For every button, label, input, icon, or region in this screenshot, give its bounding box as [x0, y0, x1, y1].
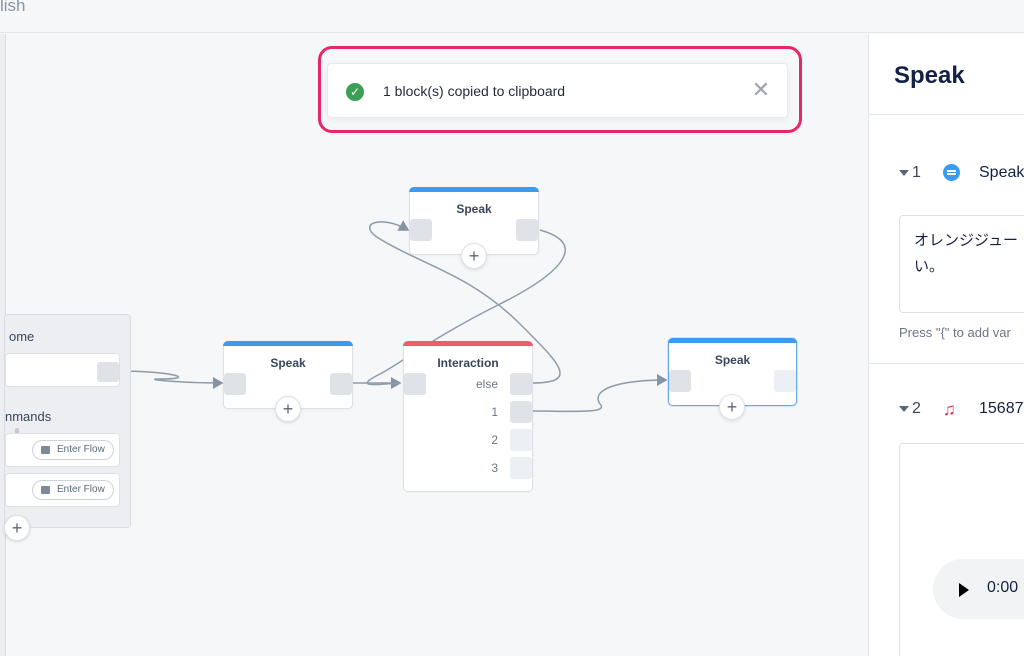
- caret-down-icon: [899, 169, 909, 176]
- flow-icon: [41, 446, 50, 454]
- toast-message: 1 block(s) copied to clipboard: [383, 83, 566, 99]
- music-note-icon: ♫: [943, 400, 956, 419]
- clipboard-toast: ✓ 1 block(s) copied to clipboard ✕: [327, 63, 788, 118]
- step-2-label: 15687: [979, 400, 1024, 417]
- success-check-icon: ✓: [346, 83, 364, 101]
- speak-color-bar: [409, 187, 539, 192]
- connection-wires: [118, 220, 668, 413]
- flow-canvas[interactable]: ome nmands Enter Flow Enter Flow + Speak…: [0, 34, 868, 656]
- add-step-button[interactable]: +: [719, 394, 745, 420]
- choice-1-label: 1: [491, 405, 498, 419]
- command-row-1[interactable]: Enter Flow: [5, 433, 120, 467]
- home-block[interactable]: ome nmands Enter Flow Enter Flow: [4, 314, 131, 528]
- interaction-block-title: Interaction: [437, 356, 499, 370]
- flow-icon: [41, 486, 50, 494]
- choice-2-label: 2: [491, 433, 498, 447]
- home-start-row[interactable]: [5, 353, 120, 387]
- choice-3-port[interactable]: [510, 457, 532, 479]
- in-port[interactable]: [410, 219, 432, 241]
- player-time: 0:00: [987, 579, 1019, 596]
- step-1-toggle[interactable]: 1: [899, 164, 921, 182]
- speak-color-bar: [223, 341, 353, 346]
- panel-title: Speak: [894, 62, 965, 89]
- enter-flow-button-2[interactable]: Enter Flow: [32, 480, 114, 500]
- speak-color-bar: [668, 338, 797, 343]
- caret-down-icon: [899, 405, 909, 412]
- wire-speak-top-to-interaction: [366, 229, 566, 386]
- variable-hint: Press "{" to add var: [899, 325, 1011, 340]
- step-2-toggle[interactable]: 2: [899, 400, 921, 418]
- home-block-title: ome: [9, 329, 35, 344]
- speak-text-value: オレンジジュー い。: [914, 232, 1018, 275]
- speak-block-title: Speak: [714, 353, 751, 367]
- audio-player[interactable]: 0:00: [933, 559, 1024, 619]
- speak-block-left[interactable]: Speak +: [223, 341, 353, 422]
- choice-1-port[interactable]: [510, 401, 532, 423]
- home-add-button[interactable]: +: [4, 515, 30, 541]
- close-icon[interactable]: ✕: [751, 77, 771, 102]
- add-step-button[interactable]: +: [275, 396, 301, 422]
- in-port[interactable]: [404, 373, 426, 395]
- speak-text-input[interactable]: オレンジジュー い。: [899, 215, 1024, 313]
- enter-flow-button-1[interactable]: Enter Flow: [32, 440, 114, 460]
- choice-else-port[interactable]: [510, 373, 532, 395]
- play-icon[interactable]: [959, 583, 969, 597]
- out-port[interactable]: [330, 373, 352, 395]
- speech-bubble-icon: [943, 164, 960, 181]
- enter-flow-label-2: Enter Flow: [57, 484, 105, 495]
- divider: [869, 114, 1024, 115]
- publish-tab-fragment[interactable]: lish: [0, 0, 26, 15]
- choice-else-label: else: [475, 377, 498, 391]
- toast-highlight-ring: [318, 46, 802, 133]
- in-port[interactable]: [224, 373, 246, 395]
- speak-block-right[interactable]: Speak +: [668, 338, 797, 420]
- interaction-block[interactable]: Interaction else 1 2 3: [403, 341, 533, 492]
- choice-3-label: 3: [491, 461, 498, 475]
- home-out-port[interactable]: [97, 362, 119, 382]
- enter-flow-label-1: Enter Flow: [57, 444, 105, 455]
- in-port[interactable]: [669, 370, 691, 392]
- commands-header: nmands: [5, 409, 52, 424]
- audio-step-box: [899, 443, 1024, 656]
- divider: [869, 363, 1024, 364]
- out-port[interactable]: [774, 370, 796, 392]
- add-step-button[interactable]: +: [461, 243, 487, 269]
- speak-block-title: Speak: [270, 356, 306, 370]
- speak-block-title: Speak: [456, 202, 492, 216]
- wire-1-to-speak-right: [531, 374, 668, 413]
- interaction-color-bar: [403, 341, 533, 346]
- step-1-label: Speak: [979, 164, 1024, 181]
- wire-home-to-speak: [118, 370, 224, 389]
- wire-else-to-speak-top: [368, 220, 561, 384]
- speak-block-top[interactable]: Speak +: [409, 187, 539, 269]
- choice-2-port[interactable]: [510, 429, 532, 451]
- step-1-number: 1: [912, 164, 921, 181]
- top-bar: lish: [0, 0, 1024, 33]
- editor-side-panel: Speak 1 Speak オレンジジュー い。 Press "{" to ad…: [868, 34, 1024, 656]
- step-2-number: 2: [912, 400, 921, 417]
- command-row-2[interactable]: Enter Flow: [5, 473, 120, 507]
- out-port[interactable]: [516, 219, 538, 241]
